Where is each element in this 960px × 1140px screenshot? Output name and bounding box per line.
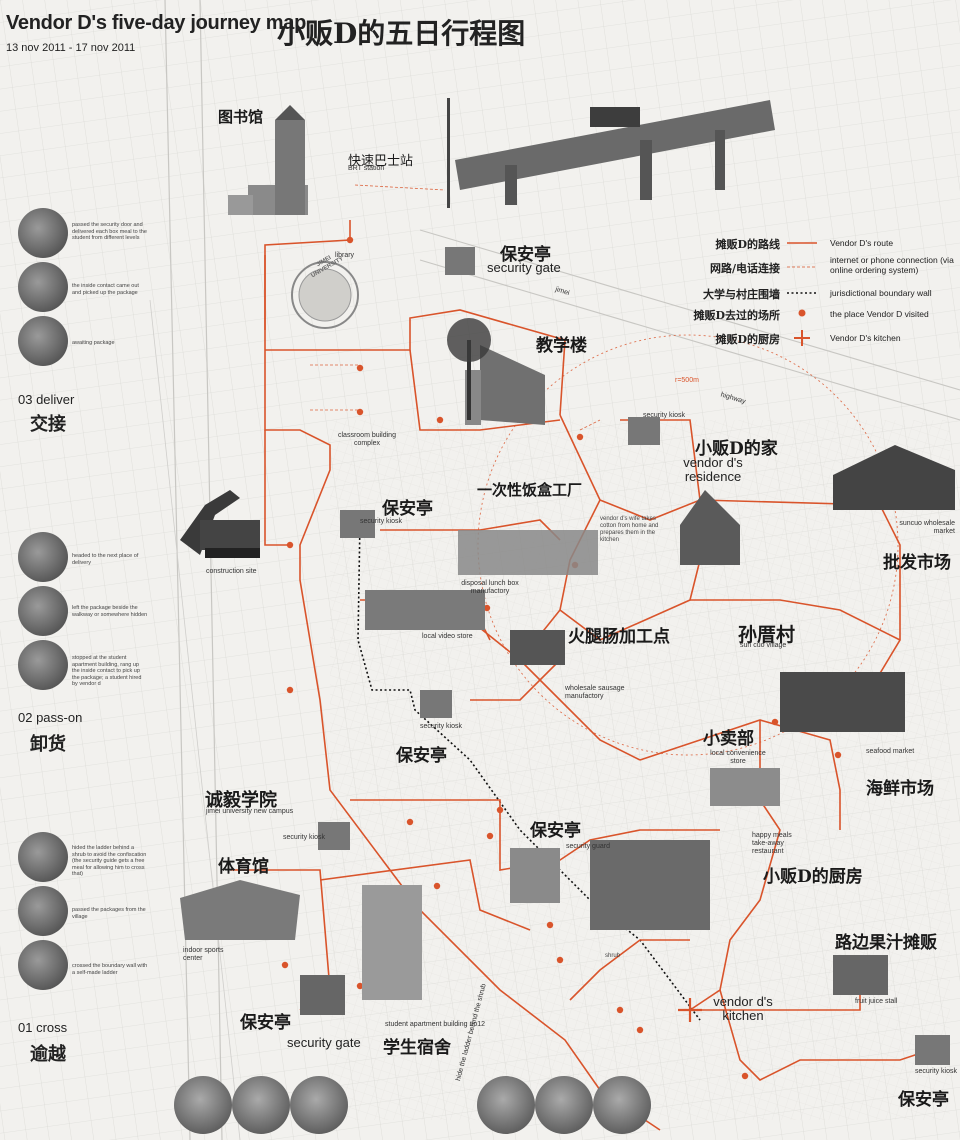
bottom-photo-6 xyxy=(593,1076,651,1134)
passon-note-1: headed to the next place of delivery xyxy=(72,553,139,566)
cross-note-2: passed the packages from the village xyxy=(72,907,146,920)
seafood-market-en: seafood market xyxy=(866,748,915,755)
vendor-home-en: vendor d's residence xyxy=(683,455,743,484)
step-cross-cn: 逾越 xyxy=(30,1044,66,1065)
new-campus-en: jimei university new campus xyxy=(206,808,294,815)
takeaway-restaurant-en: happy meals take-away restaurant xyxy=(752,832,792,855)
sun-cuo-village-en: sun cuo village xyxy=(740,642,787,649)
vendor-home-cn: 小贩D的家 xyxy=(695,439,778,459)
new-campus-cn: 诚毅学院 xyxy=(205,790,277,811)
passon-note-2: left the package beside the walkway or s… xyxy=(72,605,148,618)
cross-photo-1 xyxy=(18,832,68,882)
legend-route-cn: 摊贩D的路线 xyxy=(715,238,780,251)
library-label-cn: 图书馆 xyxy=(218,108,264,126)
security-guard-cn: 保安亭 xyxy=(530,821,581,841)
legend-route-en: Vendor D's route xyxy=(830,238,894,248)
wholesale-market-cn: 批发市场 xyxy=(883,553,951,573)
seafood-market-cn: 海鲜市场 xyxy=(866,779,934,799)
vendor-kitchen-area-cn: 小贩D的厨房 xyxy=(763,867,863,887)
radius-label: r=500m xyxy=(675,377,699,384)
date-range: 13 nov 2011 - 17 nov 2011 xyxy=(6,42,136,54)
local-video-store-en: local video store xyxy=(422,633,473,640)
convenience-store-en: local convenience store xyxy=(710,750,766,765)
security-kiosk-top-right-en: security kiosk xyxy=(643,412,686,419)
dorm-en: student apartment building no12 xyxy=(385,1021,486,1028)
step-deliver-cn: 交接 xyxy=(30,414,66,435)
bottom-photo-2 xyxy=(232,1076,290,1134)
cross-note-3: crossed the boundary wall with a self-ma… xyxy=(72,963,148,976)
step-cross-en: 01 cross xyxy=(18,1020,68,1035)
security-kiosk-bottom-right-cn: 保安亭 xyxy=(898,1090,949,1110)
deliver-photo-2 xyxy=(18,262,68,312)
lunchbox-factory-cn: 一次性饭盒工厂 xyxy=(477,481,583,499)
map-title-english: Vendor D's five-day journey map xyxy=(6,12,306,34)
deliver-photo-3 xyxy=(18,316,68,366)
cross-photo-2 xyxy=(18,886,68,936)
bottom-photo-4 xyxy=(477,1076,535,1134)
security-kiosk-lower-en: security kiosk xyxy=(420,723,463,730)
convenience-store-cn: 小卖部 xyxy=(703,729,754,749)
vendor-kitchen-en: vendor d's kitchen xyxy=(713,994,773,1023)
step-deliver-en: 03 deliver xyxy=(18,392,75,407)
vendor-chore-note: vendor d's wife takes cotton from home a… xyxy=(600,516,659,543)
wholesale-market-en: suncuo wholesale market xyxy=(899,520,955,535)
deliver-note-3: awaiting package xyxy=(72,340,115,346)
legend-visited-en: the place Vendor D visited xyxy=(830,309,929,319)
brt-label-cn: 快速巴士站 xyxy=(348,154,414,169)
deliver-note-1: passed the security door and delivered e… xyxy=(72,222,147,241)
passon-note-3: stopped at the student apartment buildin… xyxy=(72,655,142,687)
deliver-photo-1 xyxy=(18,208,68,258)
library-label-en: library xyxy=(335,252,355,259)
security-gate-bottom-cn: 保安亭 xyxy=(240,1013,291,1033)
security-gate-top-cn: 保安亭 xyxy=(500,245,551,265)
step-passon-en: 02 pass-on xyxy=(18,710,83,725)
legend-kitchen-en: Vendor D's kitchen xyxy=(830,333,901,343)
security-kiosk-bottom-right-en: security kiosk xyxy=(915,1068,958,1075)
security-kiosk-mid-en: security kiosk xyxy=(360,518,403,525)
bottom-photo-5 xyxy=(535,1076,593,1134)
legend-kitchen-cn: 摊贩D的厨房 xyxy=(715,333,780,346)
passon-photo-2 xyxy=(18,586,68,636)
lunchbox-factory-en: disposal lunch box manufactory xyxy=(461,580,519,595)
legend-boundary-en: jurisdictional boundary wall xyxy=(830,288,932,298)
security-kiosk-lower-cn: 保安亭 xyxy=(396,746,447,766)
security-guard-en: security guard xyxy=(566,843,610,850)
dorm-cn: 学生宿舍 xyxy=(383,1038,451,1058)
sun-cuo-village-cn: 孙厝村 xyxy=(738,624,796,646)
sausage-factory-cn: 火腿肠加工点 xyxy=(568,627,670,647)
security-gate-top-en: security gate xyxy=(487,260,561,275)
cross-note-1: hided the ladder behind a shrub to avoid… xyxy=(72,845,147,877)
sausage-factory-en: wholesale sausage manufactory xyxy=(565,685,625,700)
juice-stall-cn: 路边果汁摊贩 xyxy=(835,933,937,953)
legend-connection-cn: 网路/电话连接 xyxy=(709,262,780,275)
teaching-building-cn: 教学楼 xyxy=(536,336,587,356)
gym-en: indoor sports center xyxy=(183,947,224,962)
construction-site-en: construction site xyxy=(206,568,257,575)
passon-photo-1 xyxy=(18,532,68,582)
cross-photo-3 xyxy=(18,940,68,990)
security-gate-bottom-en: security gate xyxy=(287,1035,361,1050)
bottom-photo-1 xyxy=(174,1076,232,1134)
passon-photo-3 xyxy=(18,640,68,690)
security-kiosk-mid-cn: 保安亭 xyxy=(382,499,433,519)
classroom-building-en: classroom building complex xyxy=(338,432,396,447)
brt-label-en: BRT station xyxy=(348,165,385,172)
step-passon-cn: 卸货 xyxy=(30,734,66,755)
juice-stall-en: fruit juice stall xyxy=(855,998,898,1005)
deliver-note-2: the inside contact came out and picked u… xyxy=(72,283,139,296)
bottom-photo-3 xyxy=(290,1076,348,1134)
legend-visited-cn: 摊贩D去过的场所 xyxy=(693,309,780,322)
legend-connection-en: internet or phone connection (via online… xyxy=(830,255,954,275)
shrub-label: shrub xyxy=(605,953,621,959)
security-kiosk-campus-en: security kiosk xyxy=(283,834,326,841)
map-title-chinese: 小贩D的五日行程图 xyxy=(277,17,526,50)
gym-cn: 体育馆 xyxy=(218,857,269,877)
legend-boundary-cn: 大学与村庄围墙 xyxy=(703,288,780,301)
